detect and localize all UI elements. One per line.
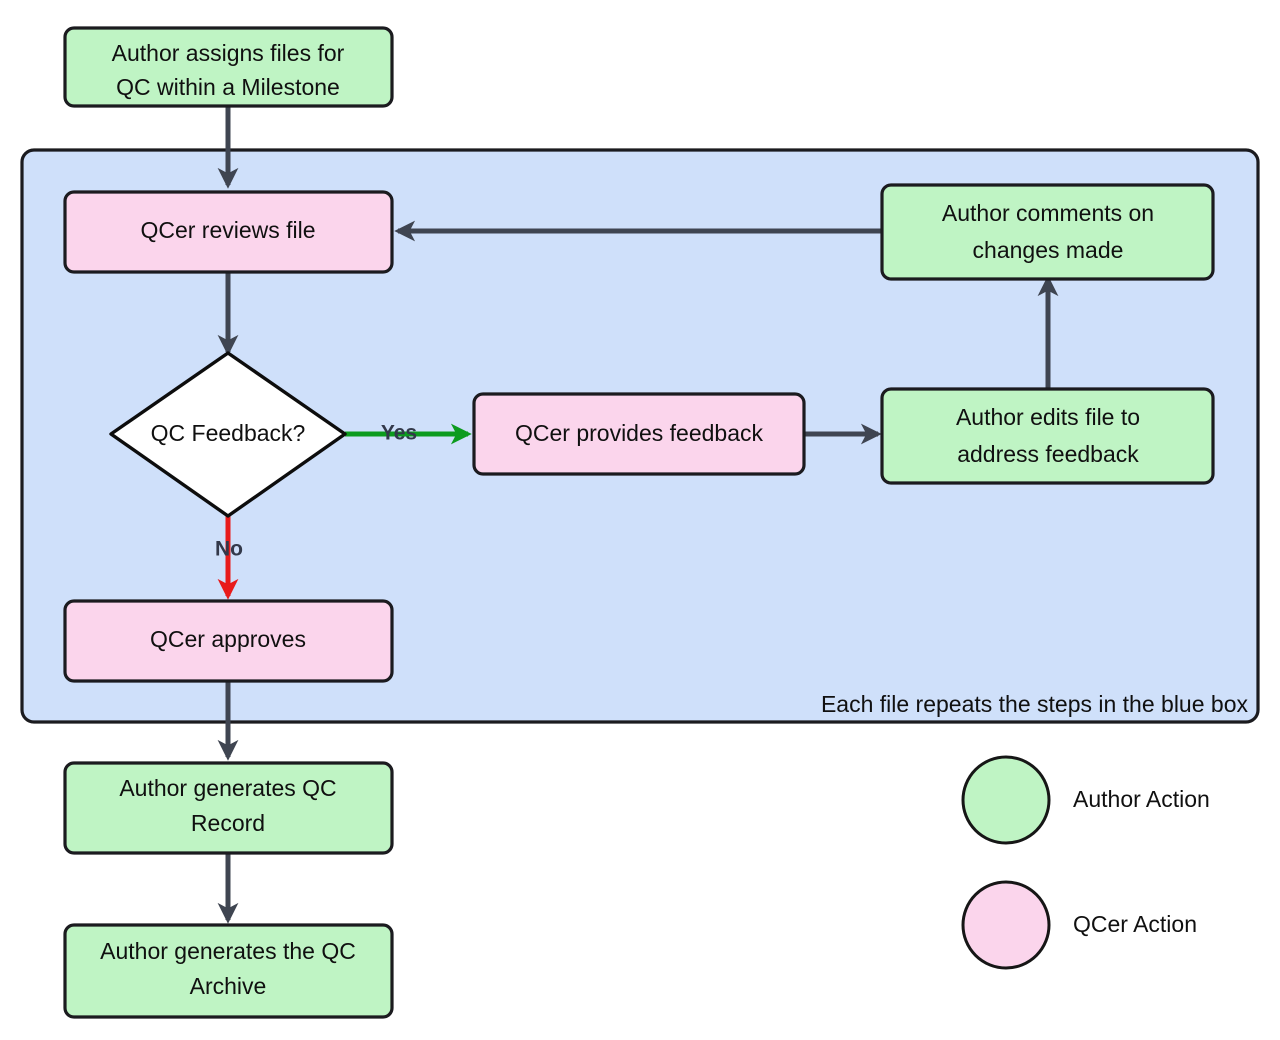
node-author-generates-qc-record-label-line2: Record (191, 810, 265, 836)
legend-swatch-author-action (961, 755, 1051, 845)
node-qcer-approves-label: QCer approves (150, 626, 306, 652)
legend: Author Action QCer Action (961, 755, 1210, 970)
edge-label-no: No (215, 538, 243, 561)
blue-container-caption: Each file repeats the steps in the blue … (821, 691, 1249, 717)
node-author-generates-qc-record-shape (63, 761, 394, 855)
node-author-comments-changes-label-line2: changes made (973, 237, 1124, 263)
node-qc-feedback-decision-label: QC Feedback? (151, 420, 306, 446)
legend-item-author-action: Author Action (961, 755, 1210, 845)
node-qcer-approves[interactable]: QCer approves (63, 599, 394, 683)
node-qc-feedback-decision-shape (109, 351, 347, 518)
node-author-generates-qc-record[interactable]: Author generates QC Record (63, 761, 394, 855)
edge-label-yes: Yes (381, 422, 417, 445)
node-author-comments-changes-shape (880, 183, 1215, 281)
node-author-edits-file-label-line2: address feedback (957, 441, 1139, 467)
node-qcer-provides-feedback[interactable]: QCer provides feedback (472, 392, 806, 476)
node-author-assigns-files-label-line2: QC within a Milestone (116, 74, 340, 100)
node-qcer-reviews-file[interactable]: QCer reviews file (63, 190, 394, 274)
node-author-generates-qc-archive-label-line1: Author generates the QC (100, 938, 356, 964)
node-author-generates-qc-archive-label-line2: Archive (190, 973, 267, 999)
node-qc-feedback-decision[interactable]: QC Feedback? (109, 351, 347, 518)
node-author-edits-file-label-line1: Author edits file to (956, 404, 1140, 430)
node-author-assigns-files-label-line1: Author assigns files for (112, 40, 345, 66)
node-author-assigns-files-shape (63, 26, 394, 108)
node-author-edits-file-shape (880, 387, 1215, 485)
node-author-assigns-files[interactable]: Author assigns files for QC within a Mil… (63, 26, 394, 108)
legend-label-author-action: Author Action (1073, 786, 1210, 812)
node-author-generates-qc-record-label-line1: Author generates QC (119, 775, 336, 801)
node-author-comments-changes[interactable]: Author comments on changes made (880, 183, 1215, 281)
node-qcer-reviews-file-label: QCer reviews file (140, 217, 315, 243)
legend-item-qcer-action: QCer Action (961, 880, 1197, 970)
node-qcer-reviews-file-shape (63, 190, 394, 274)
node-author-generates-qc-archive[interactable]: Author generates the QC Archive (63, 923, 394, 1019)
node-qcer-provides-feedback-label: QCer provides feedback (515, 420, 764, 446)
legend-label-qcer-action: QCer Action (1073, 911, 1197, 937)
node-author-edits-file[interactable]: Author edits file to address feedback (880, 387, 1215, 485)
node-author-generates-qc-archive-shape (63, 923, 394, 1019)
legend-swatch-qcer-action (961, 880, 1051, 970)
node-qcer-provides-feedback-shape (472, 392, 806, 476)
node-qcer-approves-shape (63, 599, 394, 683)
node-author-comments-changes-label-line1: Author comments on (942, 200, 1154, 226)
